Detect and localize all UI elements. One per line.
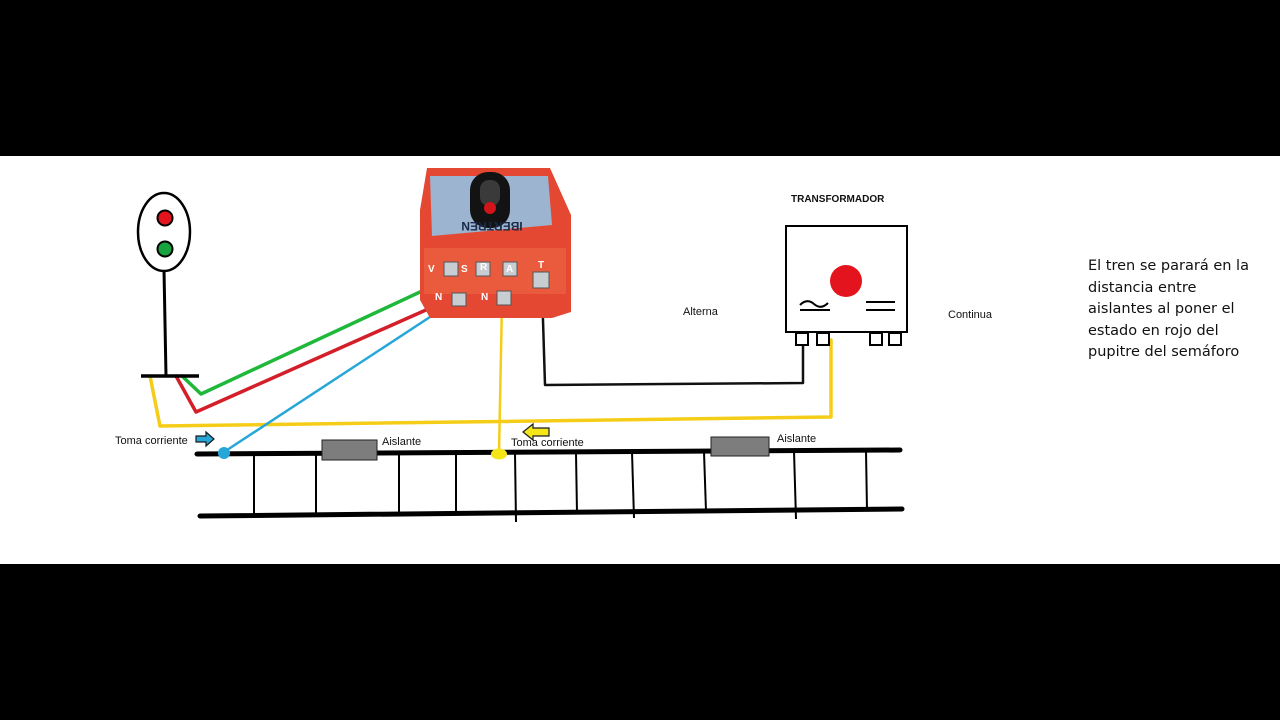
terminal-label: T bbox=[538, 260, 544, 271]
direct-label: Continua bbox=[948, 309, 993, 321]
brand-label: IBERTREN bbox=[461, 219, 522, 233]
yellow-wire-feed bbox=[497, 300, 504, 455]
insulator-left bbox=[321, 439, 378, 461]
transformer-button bbox=[830, 265, 862, 297]
feed-point-blue bbox=[218, 447, 230, 459]
diagram-canvas: IBERTREN V S R A T N N TRANSFORMADOR bbox=[0, 156, 1280, 564]
railway-track bbox=[194, 436, 905, 523]
blue-wire bbox=[222, 294, 464, 454]
signal bbox=[136, 191, 199, 378]
rail-top bbox=[194, 447, 903, 457]
letterbox-bottom bbox=[0, 564, 1280, 720]
signal-head bbox=[136, 191, 192, 273]
control-box: IBERTREN V S R A T N N bbox=[420, 168, 571, 318]
power-feed-label-middle: Toma corriente bbox=[511, 437, 584, 449]
letterbox-top bbox=[0, 0, 1280, 156]
terminal-label: N bbox=[481, 292, 488, 303]
power-feed-label-left: Toma corriente bbox=[115, 435, 188, 447]
transformer-terminals bbox=[795, 332, 902, 346]
explanation-note: El tren se parará en la distancia entre … bbox=[1088, 258, 1249, 360]
alternating-label: Alterna bbox=[683, 306, 719, 318]
wires bbox=[148, 268, 833, 455]
insulator-label-left: Aislante bbox=[382, 436, 421, 448]
insulator-label-right: Aislante bbox=[777, 433, 816, 445]
signal-post bbox=[162, 269, 168, 377]
green-wire bbox=[180, 276, 452, 396]
terminal-label: A bbox=[506, 264, 513, 275]
wiring-diagram: IBERTREN V S R A T N N TRANSFORMADOR bbox=[115, 168, 993, 523]
feed-point-yellow bbox=[491, 448, 507, 460]
transformer: TRANSFORMADOR bbox=[785, 194, 908, 346]
insulator-right bbox=[710, 436, 770, 457]
signal-light-icon bbox=[156, 209, 174, 227]
terminal-label: S bbox=[461, 264, 468, 275]
terminal-label: N bbox=[435, 292, 442, 303]
arrow-right-icon bbox=[195, 430, 215, 448]
arrow-left-icon bbox=[522, 422, 550, 442]
sleepers bbox=[253, 450, 868, 523]
terminal-label: R bbox=[480, 262, 488, 273]
red-wire bbox=[174, 268, 518, 414]
terminal-label: V bbox=[428, 264, 435, 275]
yellow-wire bbox=[148, 338, 833, 428]
ac-symbol bbox=[799, 300, 829, 308]
transformer-title: TRANSFORMADOR bbox=[791, 194, 885, 205]
black-wire bbox=[540, 286, 805, 387]
signal-light-icon bbox=[156, 240, 174, 258]
